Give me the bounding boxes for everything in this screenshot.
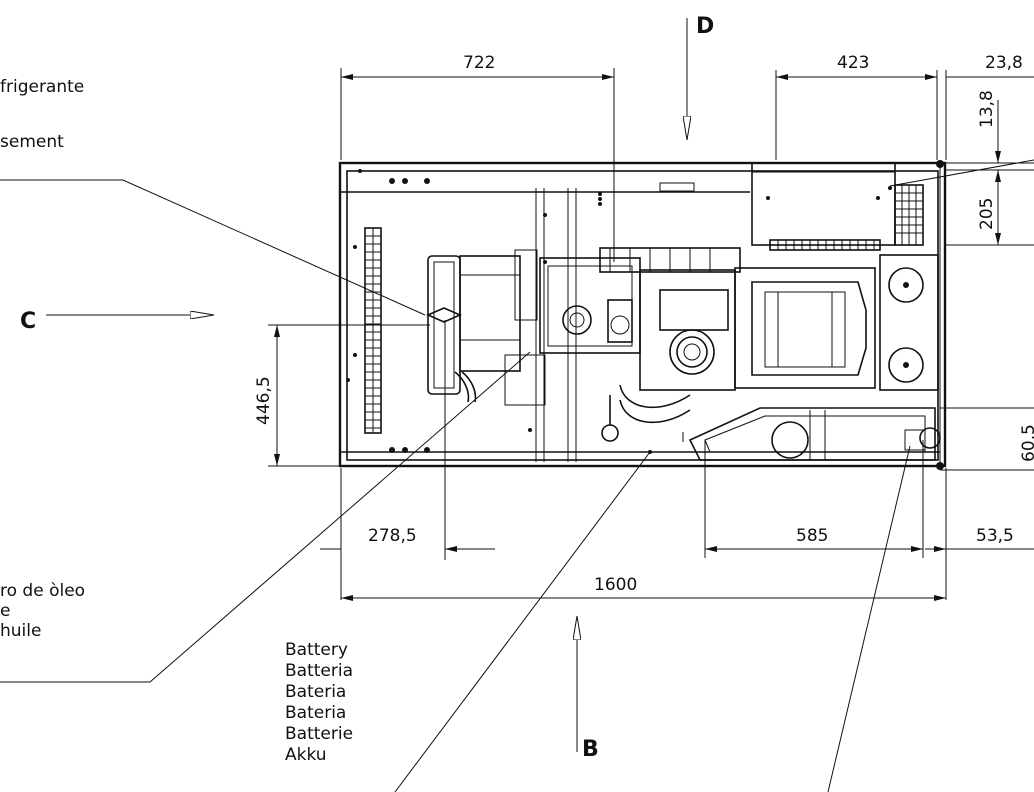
view-label-c: C <box>20 309 36 334</box>
view-label-b: B <box>582 737 599 762</box>
control-box <box>751 162 924 251</box>
dim-585: 585 <box>796 526 828 546</box>
oil-label-line3: huile <box>0 621 41 641</box>
view-label-d: D <box>696 14 714 39</box>
leader-lines <box>0 159 1034 792</box>
battery-label-it: Batteria <box>285 661 353 681</box>
radiator-grille <box>364 227 382 434</box>
battery-label-fr: Batterie <box>285 724 353 744</box>
coolant-label-2: sement <box>0 132 64 152</box>
oil-label-line1: ro de òleo <box>0 581 85 601</box>
dim-446-5: 446,5 <box>254 376 274 425</box>
battery-label: Battery Batteria Bateria Bateria Batteri… <box>285 640 353 765</box>
battery-label-en: Battery <box>285 640 348 660</box>
battery-label-de: Akku <box>285 745 327 765</box>
radiator-assembly <box>426 249 546 406</box>
dimension-lines <box>268 68 1034 601</box>
dim-722: 722 <box>463 53 495 73</box>
mounting-pads <box>879 254 939 391</box>
enclosure-frame <box>338 160 947 470</box>
dim-23-8: 23,8 <box>985 53 1023 73</box>
dim-1600: 1600 <box>594 575 637 595</box>
dim-60-5: 60,5 <box>1019 424 1034 462</box>
fuel-tank <box>688 407 941 461</box>
oil-label-line2: e <box>0 601 10 621</box>
dim-13-8: 13,8 <box>977 90 997 128</box>
dim-53-5: 53,5 <box>976 526 1014 546</box>
dim-423: 423 <box>837 53 869 73</box>
alternator <box>734 267 876 389</box>
coolant-label: frigerante <box>0 77 84 97</box>
dim-278-5: 278,5 <box>368 526 417 546</box>
engine-block <box>539 247 741 442</box>
dim-205: 205 <box>977 198 997 230</box>
battery-label-pt: Bateria <box>285 703 346 723</box>
battery-label-es: Bateria <box>285 682 346 702</box>
